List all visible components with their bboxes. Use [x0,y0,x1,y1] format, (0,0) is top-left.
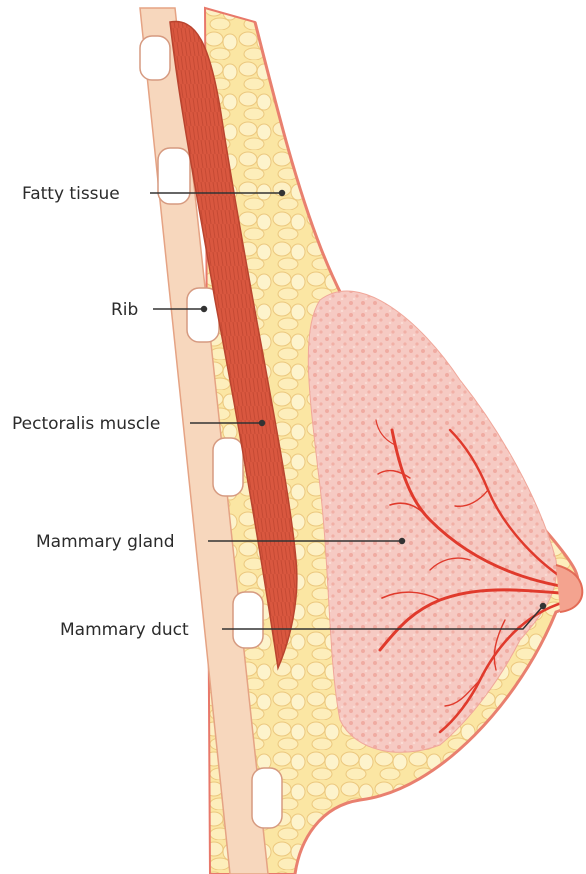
rib-4 [213,438,243,496]
leader-gland-dot [400,539,405,544]
label-pectoralis-muscle: Pectoralis muscle [12,414,160,434]
label-rib: Rib [111,300,138,320]
label-fatty-tissue: Fatty tissue [22,184,120,204]
leader-rib-dot [202,307,207,312]
leader-duct-dot [541,604,546,609]
rib-2 [158,148,190,204]
label-mammary-gland: Mammary gland [36,532,175,552]
leader-pectoralis-dot [260,421,265,426]
leader-fatty-tissue-dot [280,191,285,196]
rib-1 [140,36,170,80]
nipple [556,565,582,612]
label-mammary-duct: Mammary duct [60,620,189,640]
rib-5 [233,592,263,648]
rib-6 [252,768,282,828]
